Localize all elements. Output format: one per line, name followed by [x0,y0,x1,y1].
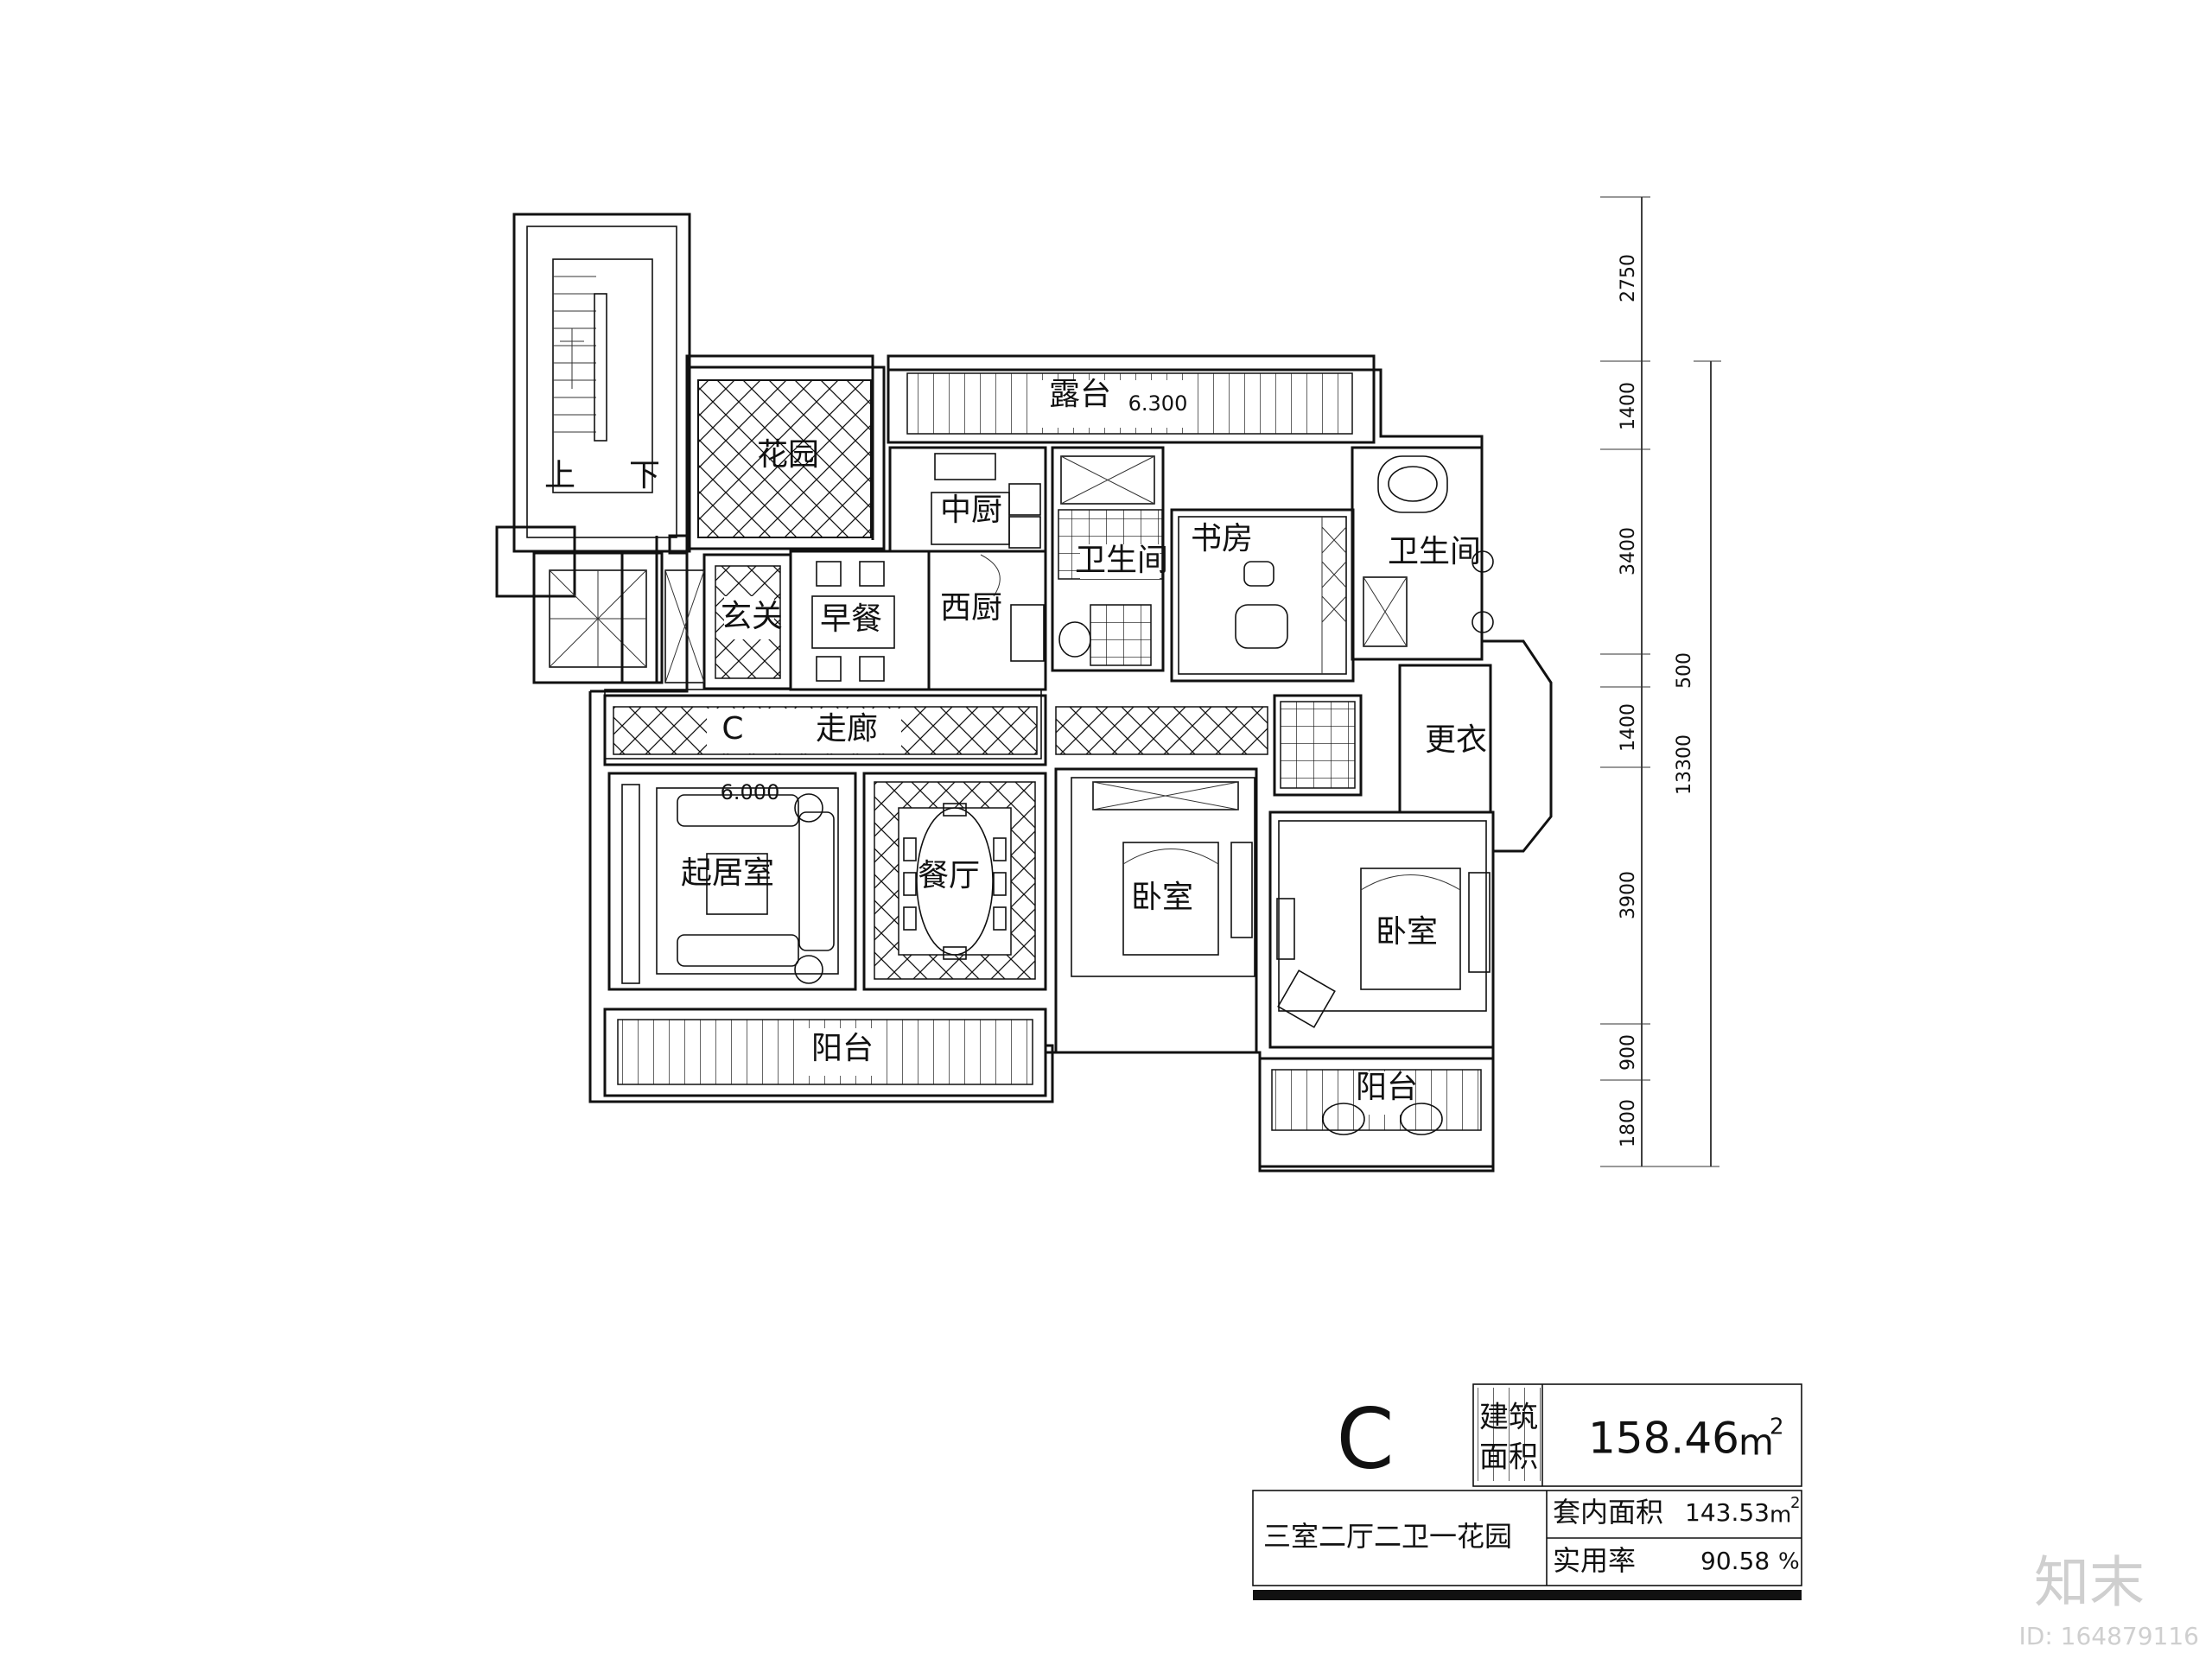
dim-1400-a: 1400 [1618,382,1639,430]
dim-3900: 3900 [1618,871,1639,919]
stair-down-label: 下 [629,458,660,493]
dining-label: 餐厅 [918,858,980,893]
bathroom-1-label: 卫生间 [1075,543,1168,578]
stair-core [495,213,691,684]
inner-area-unit: m [1770,1503,1791,1529]
usage-ratio-unit: % [1778,1549,1800,1575]
usage-ratio-value: 90.58 [1700,1547,1770,1575]
gross-area-label-1: 建筑 [1479,1401,1538,1435]
dim-3400: 3400 [1618,527,1639,575]
dim-1800: 1800 [1618,1099,1639,1147]
watermark-id: ID: 164879116 [2019,1622,2199,1650]
terrace-label: 露台 [1049,377,1111,412]
dim-900: 900 [1618,1034,1639,1071]
bedroom-2-label: 卧室 [1376,914,1438,950]
breakfast-label: 早餐 [820,601,882,637]
unit-letter-plan: C [721,711,743,747]
dimension-lines [1600,196,1721,1167]
living-level: 6.000 [721,780,780,804]
foyer-label: 玄关 [721,599,783,634]
area-summary-table [1252,1383,1802,1600]
dim-1400-b: 1400 [1618,703,1639,752]
usage-ratio-label: 实用率 [1553,1544,1636,1577]
study-label: 书房 [1191,521,1253,556]
living-label: 起居室 [681,855,774,891]
unit-letter-big: C [1336,1390,1394,1487]
inner-area-value: 143.53 [1685,1498,1770,1527]
inner-area-unit-sup: 2 [1790,1494,1800,1512]
dim-2750: 2750 [1618,254,1639,302]
stair-up-label: 上 [544,458,575,493]
corridor-floor-right [1055,706,1268,755]
dressing-grid [1280,701,1356,789]
gross-area-unit: m [1738,1421,1774,1464]
mid-kitchen-label: 中厨 [940,493,1002,528]
balcony-2-label: 阳台 [1356,1070,1418,1105]
terrace-level: 6.300 [1128,391,1188,416]
garden-area [697,379,872,538]
bathroom-2-label: 卫生间 [1388,534,1481,569]
corridor-label: 走廊 [816,711,878,747]
gross-area-unit-sup: 2 [1770,1414,1784,1440]
balcony-1-label: 阳台 [811,1031,874,1066]
west-kitchen-label: 西厨 [940,590,1002,626]
garden-label: 花园 [757,437,819,473]
layout-description: 三室二厅二卫一花园 [1263,1520,1512,1553]
gross-area-label-2: 面积 [1479,1440,1538,1475]
dim-500: 500 [1674,652,1695,689]
gross-area-value: 158.46 [1588,1414,1739,1464]
dressing-label: 更衣 [1425,722,1487,758]
inner-area-label: 套内面积 [1553,1496,1663,1529]
dim-total-13300: 13300 [1674,734,1695,795]
watermark-logo: 知末 [2034,1552,2145,1616]
bedroom-1-label: 卧室 [1131,880,1193,915]
bathroom-1-floor [1090,604,1152,666]
